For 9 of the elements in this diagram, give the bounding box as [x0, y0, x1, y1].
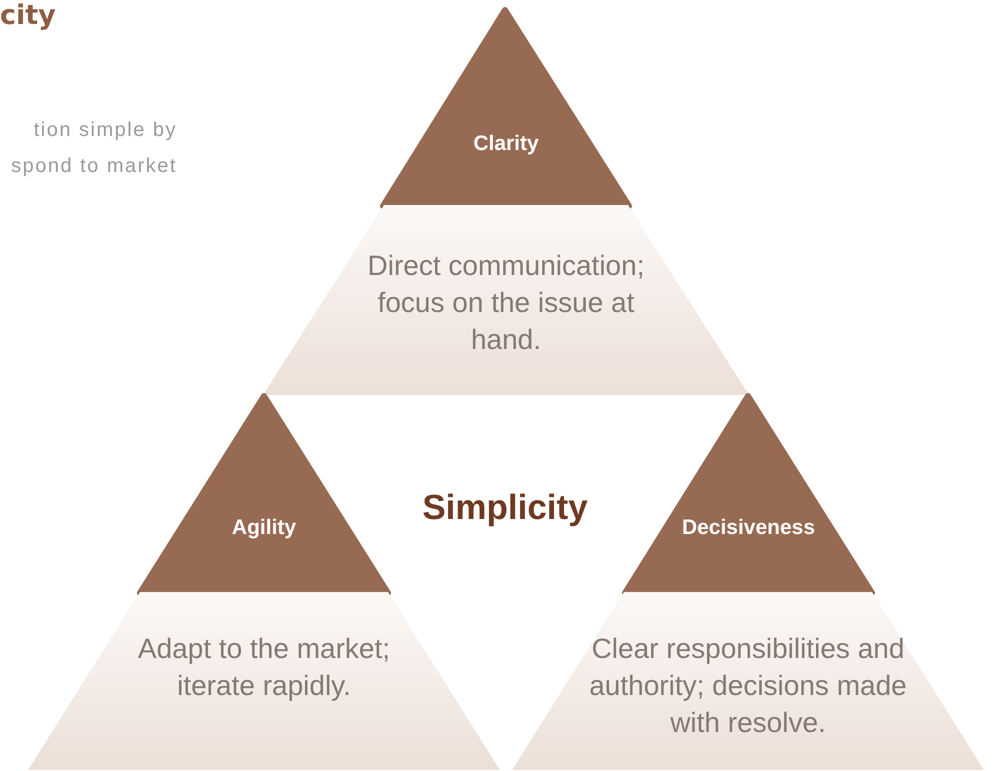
pillar-title: Agility: [230, 516, 298, 540]
pillar-description: Clear responsibilities and authority; decisions made with resolve.: [588, 632, 908, 740]
heading: city: [0, 1, 57, 31]
pillar-title: Clarity: [472, 132, 540, 156]
pillar-title: Decisiveness: [680, 516, 816, 540]
pillar-description: Adapt to the market; iterate rapidly.: [136, 632, 392, 703]
central-title: Simplicity: [421, 488, 589, 528]
pillar-description: Direct communication; focus on the issue at hand.: [366, 249, 646, 357]
intro-text: tion simple by spond to market: [10, 118, 177, 179]
